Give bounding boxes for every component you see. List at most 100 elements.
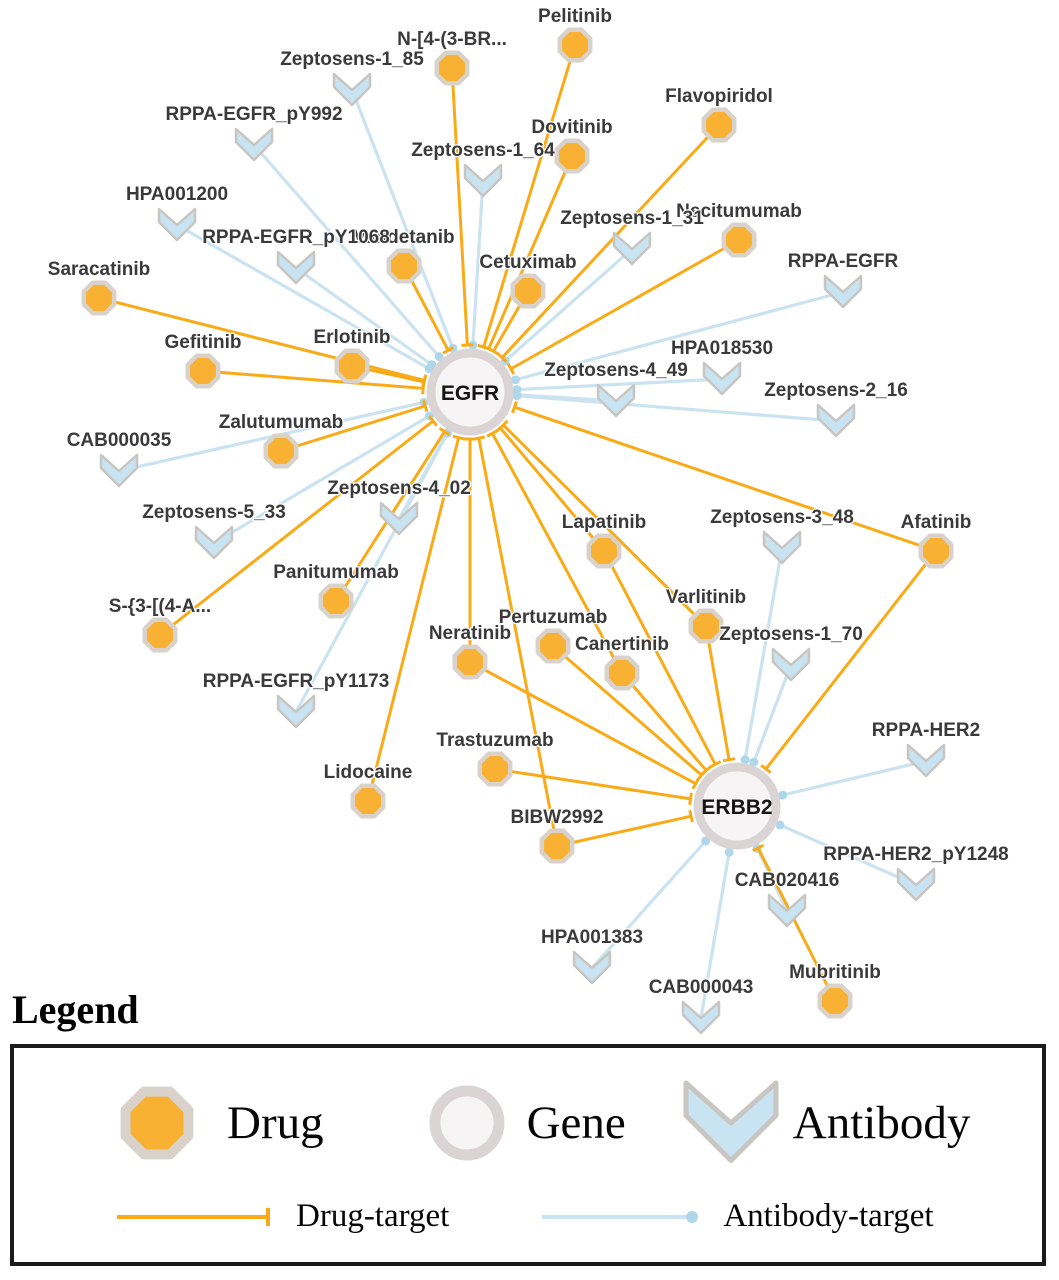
drug-node-canertinib[interactable]: [604, 655, 640, 691]
antibody-node-zeptosens-2-16[interactable]: [816, 403, 856, 438]
drug-node-bibw2992[interactable]: [539, 828, 575, 864]
drug-label-pelitinib: Pelitinib: [538, 6, 612, 27]
antibody-node-zeptosens-1-31[interactable]: [612, 231, 652, 266]
antibody-target-edge: [294, 432, 449, 713]
antibody-target-edge: [743, 547, 784, 760]
drug-node-erlotinib[interactable]: [334, 348, 370, 384]
drug-target-edge: [202, 369, 424, 390]
antibody-edge-dot: [749, 757, 759, 767]
antibody-label-zeptosens-5-33: Zeptosens-5_33: [142, 502, 286, 523]
drug-label-pertuzumab: Pertuzumab: [499, 607, 608, 628]
drug-node-trastuzumab[interactable]: [477, 751, 513, 787]
antibody-node-hpa018530[interactable]: [702, 361, 742, 396]
drug-edge-tee: [438, 427, 451, 437]
legend-title: Legend: [12, 987, 139, 1032]
drug-node-gefitinib[interactable]: [185, 353, 221, 389]
gene-node-egfr[interactable]: [426, 348, 514, 436]
drug-node-vandetanib[interactable]: [386, 248, 422, 284]
antibody-label-rppa-egfr-py1173: RPPA-EGFR_pY1173: [203, 671, 390, 692]
drug-edge-tee: [691, 777, 700, 790]
drug-target-edge: [499, 426, 606, 552]
drug-node-necitumumab[interactable]: [721, 222, 757, 258]
antibody-node-hpa001200[interactable]: [157, 207, 197, 242]
antibody-edge-dot: [724, 847, 734, 857]
drug-label-neratinib: Neratinib: [429, 623, 511, 644]
drug-label-panitumumab: Panitumumab: [273, 562, 399, 583]
antibody-label-rppa-her2-py1248: RPPA-HER2_pY1248: [823, 844, 1009, 865]
drug-edge-tee: [709, 760, 722, 769]
antibody-target-edge: [516, 377, 723, 392]
antibody-label-rppa-egfr-py1068: RPPA-EGFR_pY1068: [202, 227, 390, 248]
antibody-node-hpa001383[interactable]: [572, 950, 612, 985]
drug-target-edge: [552, 644, 703, 777]
drug-edge-tee: [461, 343, 474, 347]
drug-node-lapatinib[interactable]: [586, 533, 622, 569]
drug-node-neratinib[interactable]: [452, 644, 488, 680]
antibody-node-zeptosens-1-85[interactable]: [332, 72, 372, 107]
antibody-node-rppa-her2[interactable]: [906, 743, 946, 778]
antibody-target-edge: [590, 839, 707, 970]
antibody-target-edge: [252, 143, 441, 358]
drug-edge-tee: [506, 362, 516, 375]
drug-label-erlotinib: Erlotinib: [313, 327, 390, 348]
drug-edge-tee: [688, 792, 693, 806]
antibody-label-zeptosens-1-85: Zeptosens-1_85: [280, 49, 424, 70]
drug-target-edge: [491, 432, 624, 674]
antibody-node-zeptosens-5-33[interactable]: [194, 525, 234, 560]
drug-edge-tee: [688, 810, 694, 823]
legend-antibody-label: Antibody: [792, 1097, 971, 1149]
antibody-node-cab020416[interactable]: [767, 893, 807, 928]
drug-target-edge: [704, 625, 731, 760]
antibody-node-rppa-egfr[interactable]: [823, 274, 863, 309]
antibody-edge-dot: [778, 790, 788, 800]
antibody-node-zeptosens-3-48[interactable]: [762, 530, 802, 565]
drug-node-s-3-4-a[interactable]: [142, 617, 178, 653]
drug-node-panitumumab[interactable]: [318, 583, 354, 619]
drug-label-cetuximab: Cetuximab: [479, 252, 576, 273]
drug-node-pertuzumab[interactable]: [535, 628, 571, 664]
drug-node-varlitinib[interactable]: [688, 608, 724, 644]
legend-drug-target-label: Drug-target: [296, 1198, 450, 1234]
antibody-edge-dot: [434, 352, 444, 362]
antibody-label-cab020416: CAB020416: [735, 870, 840, 891]
drug-node-saracatinib[interactable]: [81, 280, 117, 316]
antibody-node-cab000043[interactable]: [681, 1000, 721, 1035]
drug-node-pelitinib[interactable]: [557, 27, 593, 63]
nodes: [81, 27, 954, 1035]
antibody-node-cab000035[interactable]: [99, 453, 139, 488]
drug-edge-tee: [722, 757, 736, 763]
antibody-node-rppa-egfr-py1068[interactable]: [276, 250, 316, 285]
antibody-target-edge: [176, 223, 430, 371]
legend-box: Drug Gene Antibody Drug-target Antibody-…: [10, 1044, 1046, 1266]
antibody-node-zeptosens-1-64[interactable]: [463, 163, 503, 198]
antibody-node-rppa-egfr-py992[interactable]: [234, 127, 274, 162]
drug-edge-tee: [421, 375, 427, 389]
antibody-node-rppa-egfr-py1173[interactable]: [276, 694, 316, 729]
antibody-node-zeptosens-4-02[interactable]: [379, 501, 419, 536]
antibody-label-rppa-egfr-py992: RPPA-EGFR_pY992: [165, 104, 342, 125]
legend-antibody-target-label: Antibody-target: [723, 1198, 934, 1234]
gene-node-erbb2[interactable]: [693, 762, 781, 850]
drug-label-dovitinib: Dovitinib: [531, 117, 612, 138]
antibody-node-zeptosens-1-70[interactable]: [771, 647, 811, 682]
drug-node-cetuximab[interactable]: [510, 273, 546, 309]
drug-node-n-4-3-br[interactable]: [434, 50, 470, 86]
antibody-node-rppa-her2-py1248[interactable]: [896, 867, 936, 902]
gene-label-erbb2: ERBB2: [701, 796, 772, 819]
drug-node-dovitinib[interactable]: [554, 138, 590, 174]
drug-edge-tee: [442, 346, 455, 355]
drug-node-mubritinib[interactable]: [817, 983, 853, 1019]
drug-target-edge: [98, 296, 425, 382]
drug-edge-tee: [428, 415, 438, 427]
drug-node-lidocaine[interactable]: [350, 783, 386, 819]
drug-node-afatinib[interactable]: [918, 533, 954, 569]
drug-target-edge: [366, 437, 461, 802]
antibody-target-edge: [752, 664, 793, 763]
antibody-node-zeptosens-4-49[interactable]: [596, 383, 636, 418]
antibody-target-edge: [295, 266, 433, 367]
drug-node-zalutumumab[interactable]: [263, 433, 299, 469]
antibody-edges: [118, 89, 927, 1019]
drug-target-edge: [756, 847, 837, 1002]
drug-node-flavopiridol[interactable]: [701, 107, 737, 143]
